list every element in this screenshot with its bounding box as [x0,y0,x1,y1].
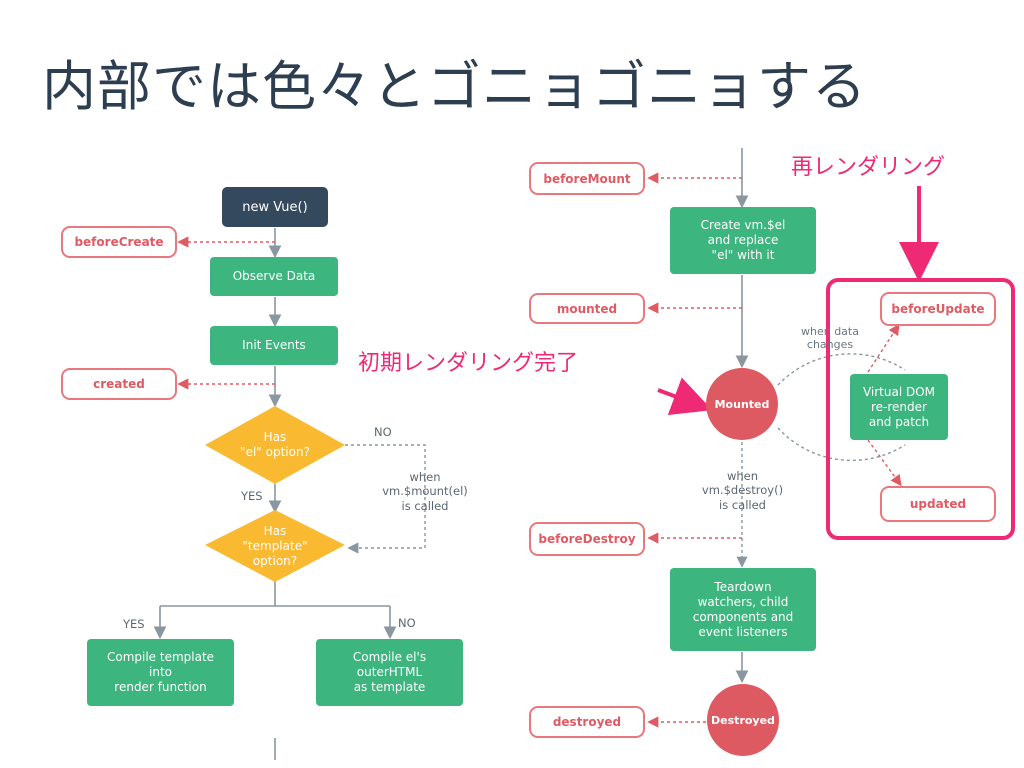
hook-updated: updated [880,486,996,522]
has-el-diamond [205,406,345,484]
label-yes-1: YES [241,489,263,503]
initial-render-arrow [657,377,713,415]
initial-render-annotation: 初期レンダリング完了 [358,351,579,376]
label-when-mount: when vm.$mount(el) is called [382,470,468,513]
compile-el-node: Compile el's outerHTML as template [316,639,463,706]
hook-created: created [61,368,177,400]
has-template-text: Has "template" option? [242,523,308,568]
left-hook-lines [177,236,275,390]
compile-template-node: Compile template into render function [87,639,234,706]
hook-before-create: beforeCreate [61,226,177,258]
label-no-2: NO [398,616,416,630]
rerender-annotation: 再レンダリング [791,155,946,180]
new-vue-node: new Vue() [222,187,328,227]
has-template-diamond [205,510,345,582]
hook-destroyed: destroyed [529,706,645,738]
init-events-node: Init Events [210,326,338,365]
destroyed-circle: Destroyed [707,684,779,756]
observe-data-node: Observe Data [210,257,338,296]
hook-before-destroy: beforeDestroy [529,522,645,556]
has-el-text: Has "el" option? [240,430,310,459]
left-flow-lines [153,228,397,760]
mounted-circle: Mounted [706,368,778,440]
right-dashed-lines [736,353,906,568]
label-when-destroy: when vm.$destroy() is called [701,469,784,512]
virtual-dom-node: Virtual DOM re-render and patch [850,374,948,440]
label-no-1: NO [374,425,392,439]
label-yes-2: YES [123,617,145,631]
slide-title: 内部では色々とゴニョゴニョする [42,55,867,118]
hook-before-update: beforeUpdate [880,292,996,326]
hook-before-mount: beforeMount [529,162,645,195]
create-vm-el-node: Create vm.$el and replace "el" with it [670,207,816,274]
hook-mounted: mounted [529,293,645,324]
label-when-data-changes: when data changes [801,325,859,352]
teardown-node: Teardown watchers, child components and … [670,568,816,651]
